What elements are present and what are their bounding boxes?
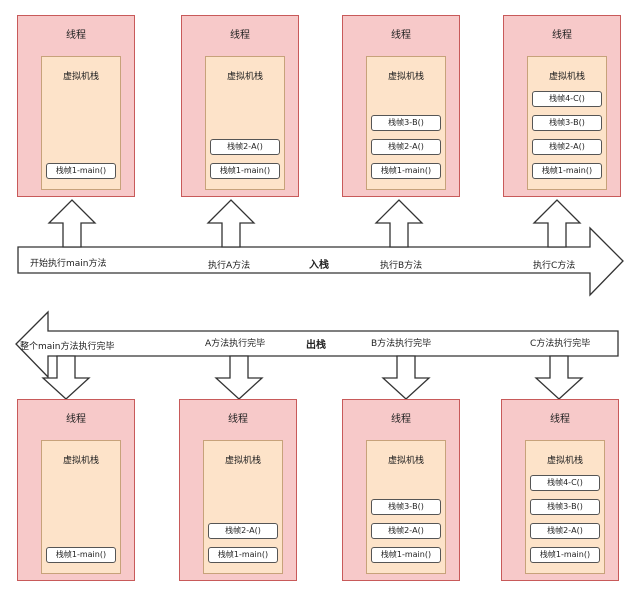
stack-frame: 栈帧3-B() bbox=[371, 499, 441, 515]
stack-frame: 栈帧1-main() bbox=[530, 547, 600, 563]
vm-stack-label: 虚拟机栈 bbox=[62, 72, 99, 82]
thread-box: 线程虚拟机栈栈帧2-A() 栈帧1-main() bbox=[179, 399, 297, 581]
stack-frame: 栈帧1-main() bbox=[208, 547, 278, 563]
vm-stack-label: 虚拟机栈 bbox=[62, 456, 99, 466]
vm-stack: 虚拟机栈栈帧3-B() 栈帧2-A() 栈帧1-main() bbox=[366, 440, 446, 574]
vm-stack-label: 虚拟机栈 bbox=[224, 456, 261, 466]
thread-box: 线程虚拟机栈栈帧3-B() 栈帧2-A() 栈帧1-main() bbox=[342, 399, 460, 581]
thread-box: 线程虚拟机栈栈帧2-A() 栈帧1-main() bbox=[181, 15, 299, 197]
thread-box: 线程虚拟机栈栈帧4-C() 栈帧3-B() 栈帧2-A() 栈帧1-main() bbox=[501, 399, 619, 581]
stack-frame: 栈帧2-A() bbox=[371, 523, 441, 539]
vm-stack: 虚拟机栈栈帧1-main() bbox=[41, 56, 121, 190]
thread-box: 线程虚拟机栈栈帧3-B() 栈帧2-A() 栈帧1-main() bbox=[342, 15, 460, 197]
stack-frame: 栈帧2-A() bbox=[532, 139, 602, 155]
thread-box: 线程虚拟机栈栈帧4-C() 栈帧3-B() 栈帧2-A() 栈帧1-main() bbox=[503, 15, 621, 197]
stack-frame: 栈帧4-C() bbox=[532, 91, 602, 107]
pop-down-arrow-4 bbox=[534, 355, 584, 400]
push-step-label-4: 执行C方法 bbox=[533, 261, 576, 271]
stack-frame: 栈帧2-A() bbox=[210, 139, 280, 155]
pop-down-arrow-1 bbox=[41, 355, 91, 400]
thread-label: 线程 bbox=[391, 30, 411, 41]
push-up-arrow-2 bbox=[206, 199, 256, 248]
stack-frame: 栈帧2-A() bbox=[208, 523, 278, 539]
thread-label: 线程 bbox=[66, 414, 86, 425]
push-up-arrow-4 bbox=[532, 199, 582, 248]
stack-frame: 栈帧1-main() bbox=[210, 163, 280, 179]
vm-stack-label: 虚拟机栈 bbox=[226, 72, 263, 82]
pop-down-arrow-2 bbox=[214, 355, 264, 400]
pop-step-label-1: 整个main方法执行完毕 bbox=[20, 342, 115, 352]
stack-frame: 栈帧1-main() bbox=[371, 547, 441, 563]
thread-box: 线程虚拟机栈栈帧1-main() bbox=[17, 399, 135, 581]
vm-stack-label: 虚拟机栈 bbox=[387, 72, 424, 82]
vm-stack: 虚拟机栈栈帧2-A() 栈帧1-main() bbox=[205, 56, 285, 190]
stack-frame: 栈帧1-main() bbox=[371, 163, 441, 179]
stack-frame: 栈帧2-A() bbox=[371, 139, 441, 155]
thread-label: 线程 bbox=[66, 30, 86, 41]
stack-frame: 栈帧3-B() bbox=[371, 115, 441, 131]
vm-stack: 虚拟机栈栈帧2-A() 栈帧1-main() bbox=[203, 440, 283, 574]
vm-stack: 虚拟机栈栈帧4-C() 栈帧3-B() 栈帧2-A() 栈帧1-main() bbox=[527, 56, 607, 190]
pop-down-arrow-3 bbox=[381, 355, 431, 400]
vm-stack-label: 虚拟机栈 bbox=[546, 456, 583, 466]
thread-label: 线程 bbox=[230, 30, 250, 41]
pop-title: 出栈 bbox=[306, 340, 326, 351]
push-up-arrow-1 bbox=[47, 199, 97, 248]
thread-label: 线程 bbox=[228, 414, 248, 425]
vm-stack-label: 虚拟机栈 bbox=[387, 456, 424, 466]
vm-stack-label: 虚拟机栈 bbox=[548, 72, 585, 82]
push-up-arrow-3 bbox=[374, 199, 424, 248]
stack-frame: 栈帧2-A() bbox=[530, 523, 600, 539]
pop-step-label-4: C方法执行完毕 bbox=[530, 339, 591, 349]
vm-stack: 虚拟机栈栈帧1-main() bbox=[41, 440, 121, 574]
thread-label: 线程 bbox=[550, 414, 570, 425]
thread-label: 线程 bbox=[391, 414, 411, 425]
pop-step-label-3: B方法执行完毕 bbox=[371, 339, 432, 349]
stack-frame: 栈帧1-main() bbox=[46, 547, 116, 563]
stack-frame: 栈帧1-main() bbox=[46, 163, 116, 179]
stack-frame: 栈帧4-C() bbox=[530, 475, 600, 491]
thread-box: 线程虚拟机栈栈帧1-main() bbox=[17, 15, 135, 197]
stack-frame: 栈帧1-main() bbox=[532, 163, 602, 179]
stack-frame: 栈帧3-B() bbox=[532, 115, 602, 131]
vm-stack: 虚拟机栈栈帧3-B() 栈帧2-A() 栈帧1-main() bbox=[366, 56, 446, 190]
push-step-label-2: 执行A方法 bbox=[208, 261, 251, 271]
push-step-label-3: 执行B方法 bbox=[380, 261, 423, 271]
vm-stack: 虚拟机栈栈帧4-C() 栈帧3-B() 栈帧2-A() 栈帧1-main() bbox=[525, 440, 605, 574]
push-step-label-1: 开始执行main方法 bbox=[30, 259, 107, 269]
pop-step-label-2: A方法执行完毕 bbox=[205, 339, 266, 349]
stack-frame: 栈帧3-B() bbox=[530, 499, 600, 515]
push-timeline-arrow bbox=[17, 226, 624, 297]
pop-timeline-arrow bbox=[15, 310, 619, 379]
push-title: 入栈 bbox=[309, 260, 329, 271]
thread-label: 线程 bbox=[552, 30, 572, 41]
